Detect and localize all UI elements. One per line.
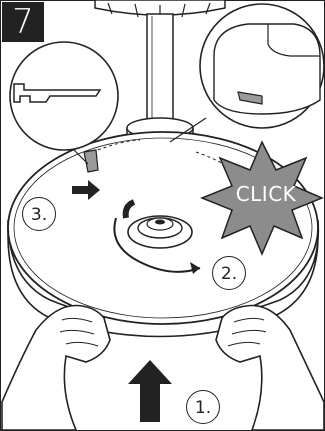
callout-step-1: 1. — [186, 390, 220, 424]
left-hand — [2, 306, 110, 431]
right-hand — [216, 306, 324, 431]
callout-step-2: 2. — [212, 256, 246, 290]
pole — [147, 14, 173, 126]
up-arrow-icon — [128, 360, 172, 422]
click-label: CLICK — [231, 182, 301, 206]
step-badge: 7 — [2, 2, 44, 42]
step-number: 7 — [2, 2, 44, 42]
callout-step-3: 3. — [22, 197, 56, 231]
